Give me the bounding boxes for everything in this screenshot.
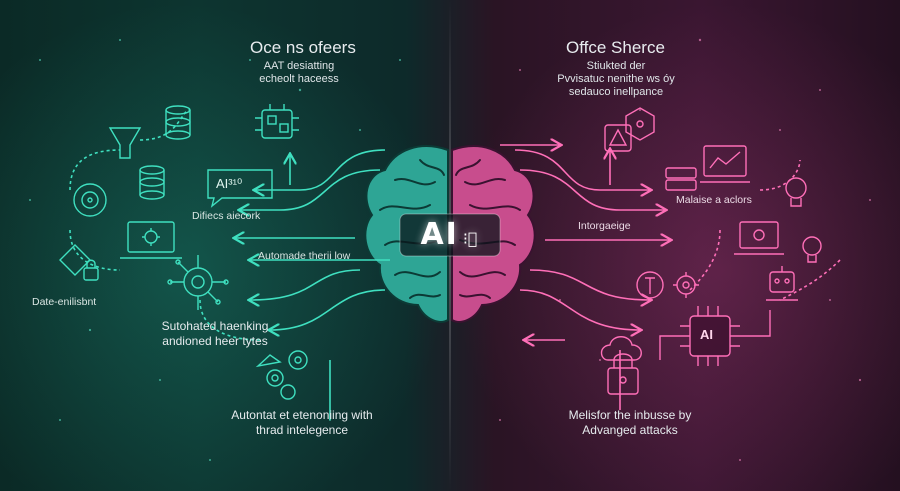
right-ai-chip-label: AI — [700, 327, 713, 342]
left-label-sub-1: Sutohated haenking — [161, 319, 269, 333]
right-label-intergange: Intorgaeige — [578, 220, 631, 232]
left-label-data: Date-enilisbnt — [32, 296, 97, 308]
left-bottom-2: thrad intelegence — [255, 423, 349, 437]
gear-right-icon — [636, 271, 699, 299]
chip-icon — [659, 306, 771, 366]
right-subtitle-2: Pvvisatuc nenithe ws óy — [557, 73, 675, 85]
sparkle-dots-left — [29, 39, 401, 461]
filter-icon — [108, 127, 142, 159]
left-title: Oce ns ofeers — [250, 38, 356, 57]
chat-bubble-icon — [207, 169, 273, 208]
left-bottom-1: Autontat et etenoniing with — [231, 408, 373, 422]
left-label-defines: Difiecs aiecork — [192, 210, 261, 222]
right-label-malaise: Malaise a aclors — [676, 194, 752, 206]
left-subtitle-1: AAT desiatting — [263, 60, 335, 72]
gear-icon — [255, 350, 308, 400]
ai-badge: AI⁝⃥ — [420, 217, 480, 252]
database-icon — [139, 105, 191, 200]
left-arrows — [69, 109, 390, 420]
brain-icon — [364, 145, 536, 323]
laptop-gear-right-icon — [734, 221, 784, 255]
server-icon — [665, 167, 697, 191]
cloud-lock-icon — [600, 336, 642, 395]
left-label-sub-2: andioned heer tytes — [162, 334, 268, 348]
circuit-icon — [255, 104, 299, 139]
right-title: Offce Sherce — [566, 38, 665, 57]
left-label-automade: Automade therii low — [258, 250, 351, 262]
left-subtitle-2: echeolt haceess — [259, 73, 339, 85]
sparkle-dots-right — [499, 38, 871, 461]
left-ai-box-label: AI³¹⁰ — [216, 176, 243, 191]
hex-network-icon — [604, 107, 655, 152]
right-bottom-1: Melisfor the inbusse by — [568, 408, 692, 422]
right-bottom-2: Advanged attacks — [582, 423, 678, 437]
monitor-chart-icon — [700, 145, 750, 183]
target-icon — [73, 183, 107, 217]
lock-icon — [59, 244, 99, 281]
laptop-gear-icon — [120, 221, 182, 259]
right-subtitle-1: Stiukted der — [586, 60, 646, 72]
robot-icon — [766, 266, 798, 301]
network-globe-icon — [167, 255, 229, 310]
lightbulb-icon — [785, 177, 822, 263]
right-arrows — [500, 145, 841, 410]
badge-glyph: ⁝⃥ — [462, 229, 480, 248]
right-subtitle-3: sedauco inellpance — [568, 86, 664, 98]
